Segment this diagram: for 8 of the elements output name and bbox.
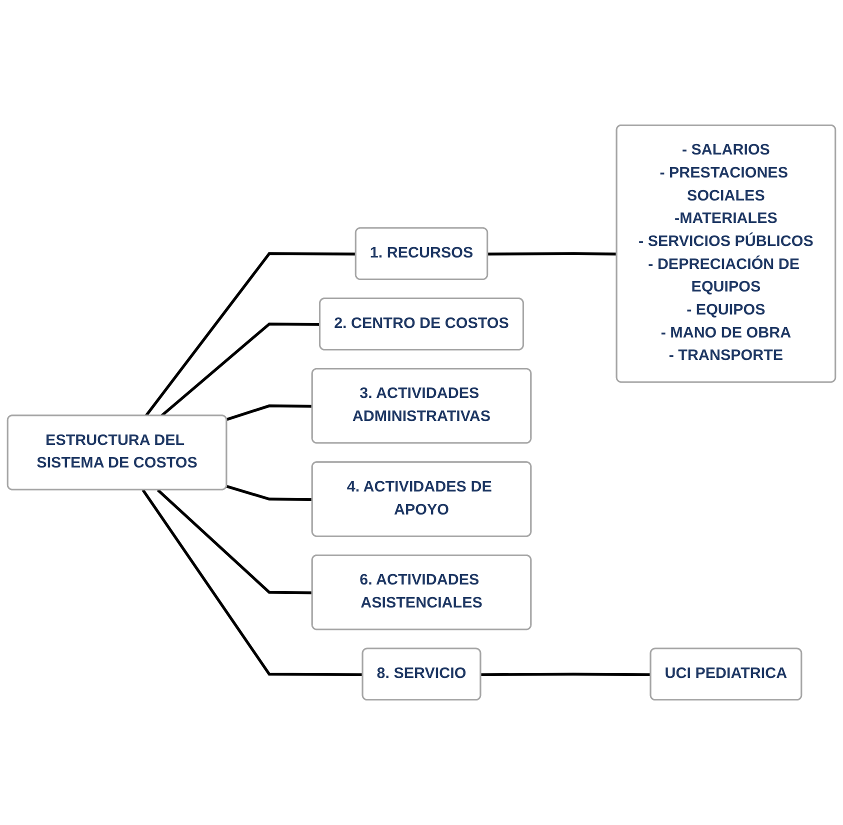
connector: [160, 322, 320, 417]
connector: [142, 489, 363, 676]
connector: [156, 489, 313, 594]
connector: [226, 485, 313, 501]
connector: [226, 404, 313, 421]
connector: [480, 672, 651, 676]
connector: [488, 252, 618, 256]
connector: [144, 252, 356, 417]
